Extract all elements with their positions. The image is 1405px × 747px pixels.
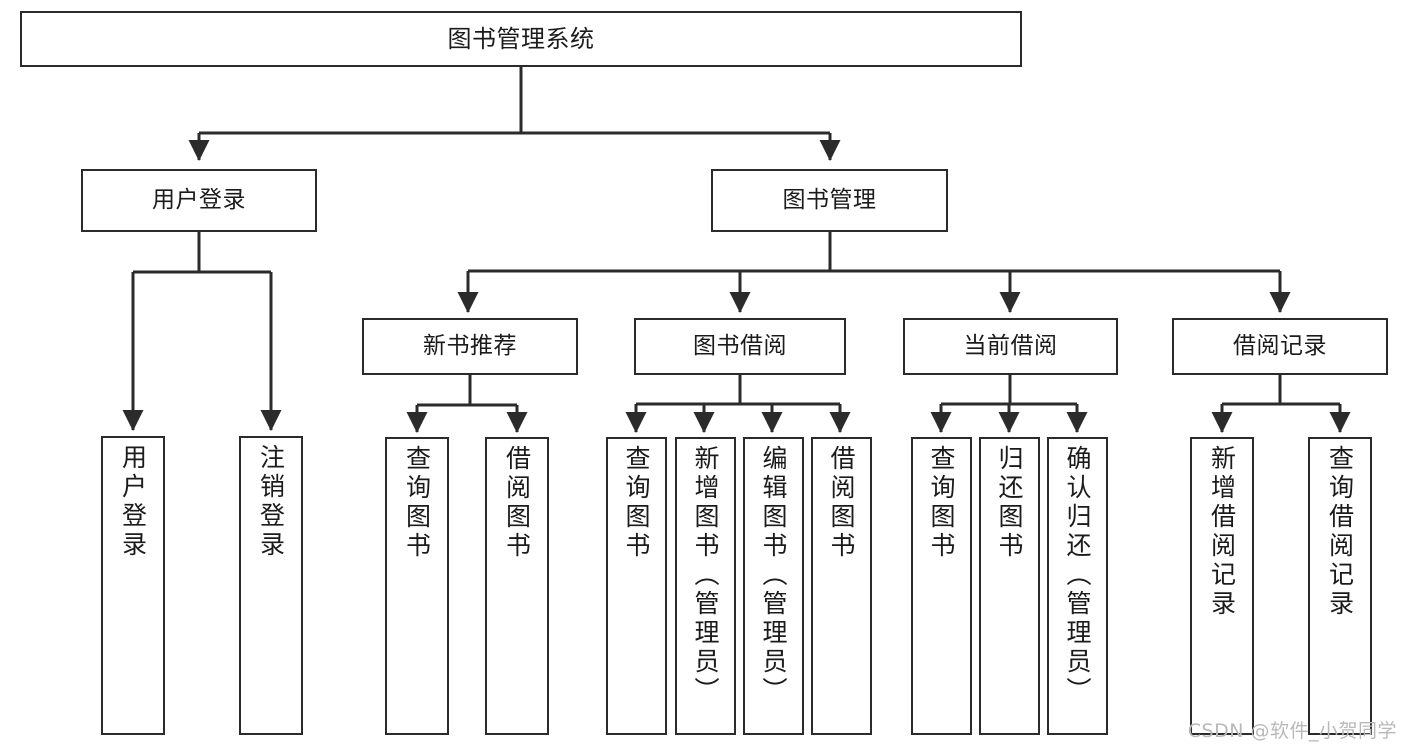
leaf-node-add-book[interactable]: 新增图书（管理员） [675, 437, 736, 735]
node-label: 借阅图书 [827, 445, 856, 561]
leaf-node-query-book-current[interactable]: 查询图书 [911, 437, 972, 735]
node-new-book-recommend[interactable]: 新书推荐 [362, 318, 578, 375]
node-label: 用户登录 [152, 186, 246, 213]
leaf-node-query-book-borrow[interactable]: 查询图书 [606, 437, 667, 735]
node-book-borrow[interactable]: 图书借阅 [634, 318, 846, 375]
leaf-node-edit-book[interactable]: 编辑图书（管理员） [743, 437, 804, 735]
node-label: 归还图书 [995, 445, 1024, 561]
leaf-node-user-login[interactable]: 用户登录 [101, 436, 165, 735]
node-root-book-management-system[interactable]: 图书管理系统 [20, 11, 1022, 67]
node-label: 查询图书 [402, 445, 432, 561]
node-user-login[interactable]: 用户登录 [81, 169, 317, 232]
node-label: 图书管理系统 [447, 24, 595, 53]
node-label: 图书借阅 [693, 332, 787, 359]
csdn-watermark: CSDN @软件_小贺同学 [1187, 720, 1397, 742]
leaf-node-return-book[interactable]: 归还图书 [979, 437, 1040, 735]
node-label: 确认归还（管理员） [1063, 445, 1092, 706]
node-label: 查询借阅记录 [1325, 445, 1355, 619]
node-current-borrow[interactable]: 当前借阅 [903, 318, 1118, 375]
node-borrow-record[interactable]: 借阅记录 [1172, 318, 1388, 375]
node-label: 用户登录 [118, 444, 148, 560]
node-label: 查询图书 [927, 445, 956, 561]
node-label: 借阅图书 [502, 445, 532, 561]
leaf-node-borrow-book[interactable]: 借阅图书 [811, 437, 872, 735]
node-label: 借阅记录 [1233, 332, 1327, 359]
node-label: 当前借阅 [963, 332, 1058, 359]
node-label: 注销登录 [256, 444, 286, 560]
node-label: 新增图书（管理员） [691, 445, 720, 706]
leaf-node-logout-login[interactable]: 注销登录 [239, 436, 303, 735]
node-label: 新书推荐 [423, 332, 517, 359]
node-book-management[interactable]: 图书管理 [711, 169, 948, 232]
leaf-node-add-borrow-record[interactable]: 新增借阅记录 [1190, 437, 1254, 735]
leaf-node-confirm-return[interactable]: 确认归还（管理员） [1047, 437, 1108, 735]
node-label: 编辑图书（管理员） [759, 445, 788, 706]
leaf-node-query-book-recommend[interactable]: 查询图书 [385, 437, 449, 735]
node-label: 图书管理 [782, 186, 877, 213]
leaf-node-query-borrow-record[interactable]: 查询借阅记录 [1308, 437, 1372, 735]
node-label: 新增借阅记录 [1207, 445, 1237, 619]
leaf-node-borrow-book-recommend[interactable]: 借阅图书 [485, 437, 549, 735]
node-label: 查询图书 [622, 445, 651, 561]
